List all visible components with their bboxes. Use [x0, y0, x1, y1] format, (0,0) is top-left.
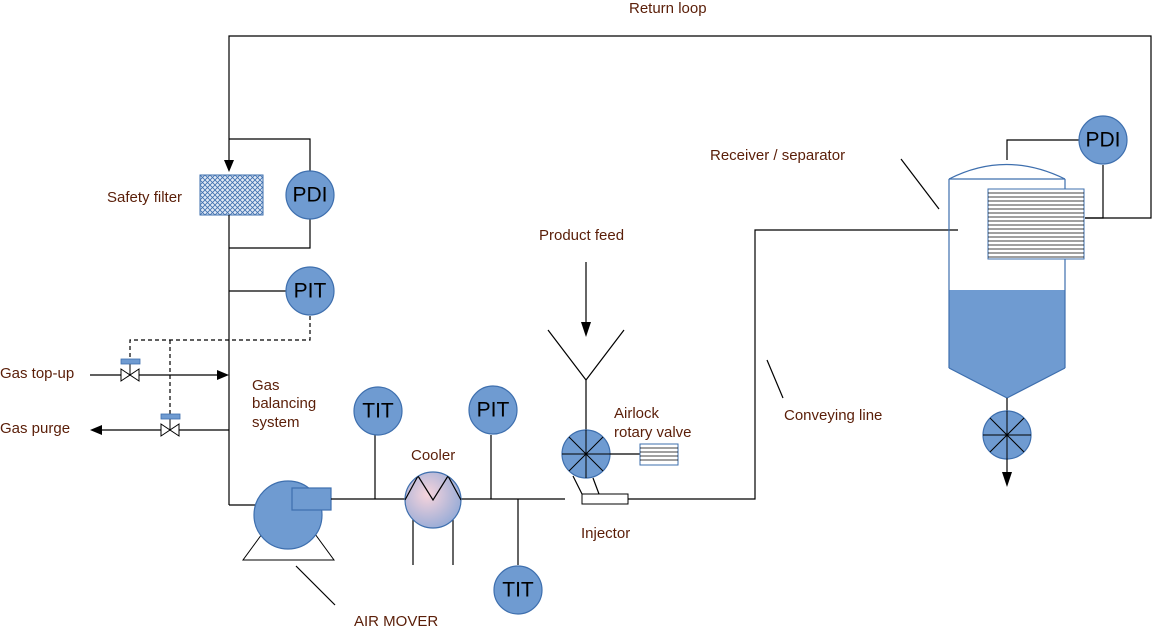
product-feed-label: Product feed	[539, 227, 624, 244]
discharge-rotary-valve	[982, 398, 1032, 487]
airlock-motor	[639, 443, 679, 466]
gas-balancing-label-line3: system	[252, 414, 300, 431]
tit-bottom-instrument: TIT	[493, 565, 543, 615]
safety-filter	[199, 174, 264, 216]
pdi-receiver-taps	[1006, 139, 1104, 219]
pit-upper-instrument: PIT	[285, 266, 335, 316]
conveying-line-label: Conveying line	[784, 407, 882, 424]
gas-top-up-label: Gas top-up	[0, 365, 74, 382]
gas-purge-valve[interactable]	[160, 413, 181, 437]
pdi-filter-tag: PDI	[292, 184, 327, 207]
product-feed-hopper	[547, 329, 625, 430]
air-mover-leader	[295, 565, 336, 606]
pdi-filter-instrument: PDI	[285, 170, 335, 220]
tit-left-instrument: TIT	[353, 386, 403, 436]
air-mover-label: AIR MOVER	[354, 613, 438, 628]
injector	[572, 475, 629, 505]
return-loop-line	[224, 35, 1152, 219]
pit-upper-tag: PIT	[294, 280, 327, 303]
tit-bottom-tag: TIT	[502, 579, 534, 602]
gas-top-up-line	[90, 370, 229, 380]
product-feed-arrow	[581, 262, 591, 337]
cooler-label: Cooler	[411, 447, 455, 464]
airlock-label-line1: Airlock	[614, 405, 660, 422]
pdi-receiver-tag: PDI	[1085, 129, 1120, 152]
conveying-line-leader	[766, 359, 784, 399]
airlock-rotary-valve	[561, 429, 640, 479]
gas-balancing-label-line2: balancing	[252, 395, 316, 412]
gas-purge-label: Gas purge	[0, 420, 70, 437]
safety-filter-label: Safety filter	[107, 189, 182, 206]
air-mover	[242, 480, 335, 561]
gas-purge-line	[90, 425, 229, 435]
pdi-filter-taps	[229, 138, 311, 249]
receiver-separator	[948, 163, 1066, 399]
signal-lines	[129, 316, 311, 414]
receiver-leader	[900, 158, 940, 210]
receiver-filter-element	[987, 188, 1085, 260]
return-loop-label: Return loop	[629, 0, 707, 17]
pit-lower-tag: PIT	[477, 399, 510, 422]
receiver-separator-label: Receiver / separator	[710, 147, 845, 164]
gas-top-up-valve[interactable]	[120, 358, 141, 382]
pdi-receiver-instrument: PDI	[1078, 115, 1128, 165]
pit-lower-instrument: PIT	[468, 385, 518, 435]
tit-left-tag: TIT	[362, 400, 394, 423]
discharge-line	[331, 229, 958, 500]
injector-label: Injector	[581, 525, 630, 542]
airlock-label-line2: rotary valve	[614, 424, 692, 441]
cooler	[404, 471, 462, 565]
gas-balancing-label-line1: Gas	[252, 377, 280, 394]
